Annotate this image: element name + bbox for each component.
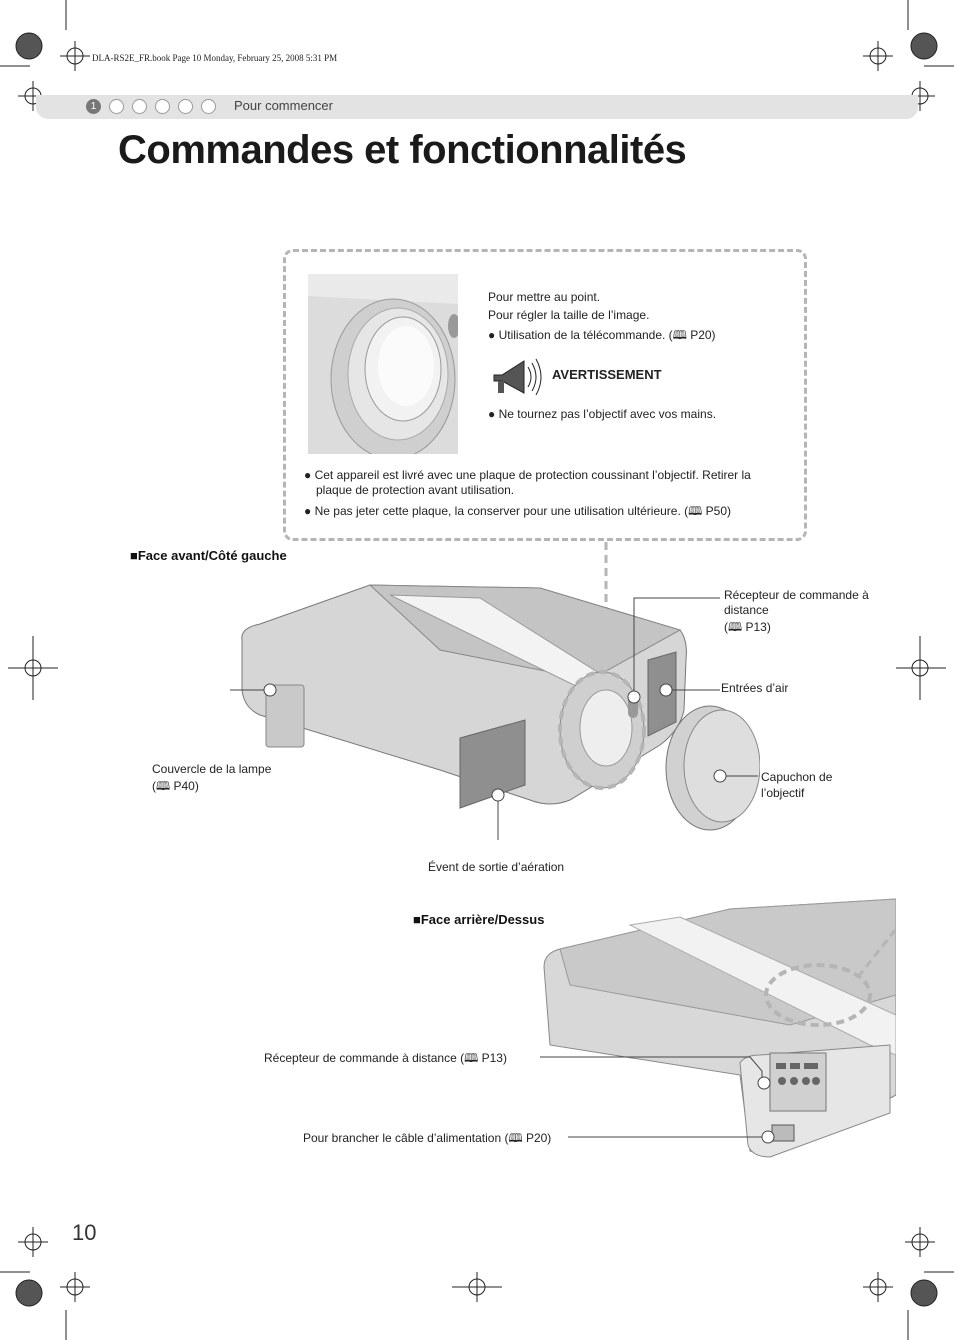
bullet-icon: ● — [488, 328, 496, 342]
chapter-dot — [178, 99, 193, 114]
exhaust-vent-label: Évent de sortie d’aération — [428, 860, 565, 874]
rear-view-heading: ■Face arrière/Dessus — [413, 912, 545, 927]
book-icon: 🕮 — [508, 1131, 523, 1145]
chapter-indicator: 1 — [86, 99, 101, 114]
remote-use-note: ● Utilisation de la télécommande. (🕮 P20… — [488, 328, 716, 342]
chapter-dot — [109, 99, 124, 114]
chapter-dot — [201, 99, 216, 114]
front-view-heading: ■Face avant/Côté gauche — [130, 548, 287, 563]
remote-receiver-label-cont: distance — [724, 603, 769, 617]
lens-note-box — [283, 249, 807, 541]
remote-receiver-label: Récepteur de commande à — [724, 588, 869, 602]
lens-cap-label: Capuchon de — [761, 770, 833, 784]
protection-plate-note: ● Cet appareil est livré avec une plaque… — [304, 468, 751, 482]
book-icon: 🕮 — [464, 1051, 479, 1065]
bullet-icon: ● — [304, 468, 312, 482]
page-number: 10 — [72, 1220, 97, 1245]
air-intake-label: Entrées d’air — [721, 681, 789, 695]
zoom-text: Pour régler la taille de l’image. — [488, 308, 650, 322]
chapter-progress: 1 — [86, 99, 216, 114]
keep-plate-note: ● Ne pas jeter cette plaque, la conserve… — [304, 504, 731, 518]
book-icon: 🕮 — [688, 504, 703, 518]
rear-remote-receiver-label: Récepteur de commande à distance (🕮 P13) — [264, 1051, 507, 1065]
projector-rear-illustration — [540, 898, 896, 1158]
power-cable-label: Pour brancher le câble d’alimentation (🕮… — [303, 1131, 552, 1145]
lamp-cover-ref: (🕮 P40) — [152, 779, 199, 793]
focus-text: Pour mettre au point. — [488, 290, 601, 304]
book-icon: 🕮 — [728, 620, 743, 634]
section-label: Pour commencer — [234, 98, 333, 113]
bullet-icon: ● — [488, 407, 496, 421]
protection-plate-note-cont: plaque de protection avant utilisation. — [316, 483, 515, 497]
lens-photo — [308, 274, 458, 454]
chapter-dot — [155, 99, 170, 114]
lens-cap-label-cont: l’objectif — [761, 786, 805, 800]
chapter-dot — [132, 99, 147, 114]
warning-title: AVERTISSEMENT — [552, 367, 662, 382]
registration-mark-icon — [15, 32, 938, 1307]
projector-front-illustration — [230, 542, 760, 840]
book-icon: 🕮 — [672, 328, 687, 342]
page-title: Commandes et fonctionnalités — [118, 128, 687, 172]
book-icon: 🕮 — [156, 779, 171, 793]
book-info-line: DLA-RS2E_FR.book Page 10 Monday, Februar… — [92, 53, 338, 63]
lamp-cover-label: Couvercle de la lampe — [152, 762, 272, 776]
bullet-icon: ● — [304, 504, 312, 518]
warning-text: ● Ne tournez pas l’objectif avec vos mai… — [488, 407, 717, 421]
megaphone-icon — [493, 358, 542, 396]
remote-receiver-ref: (🕮 P13) — [724, 620, 771, 634]
